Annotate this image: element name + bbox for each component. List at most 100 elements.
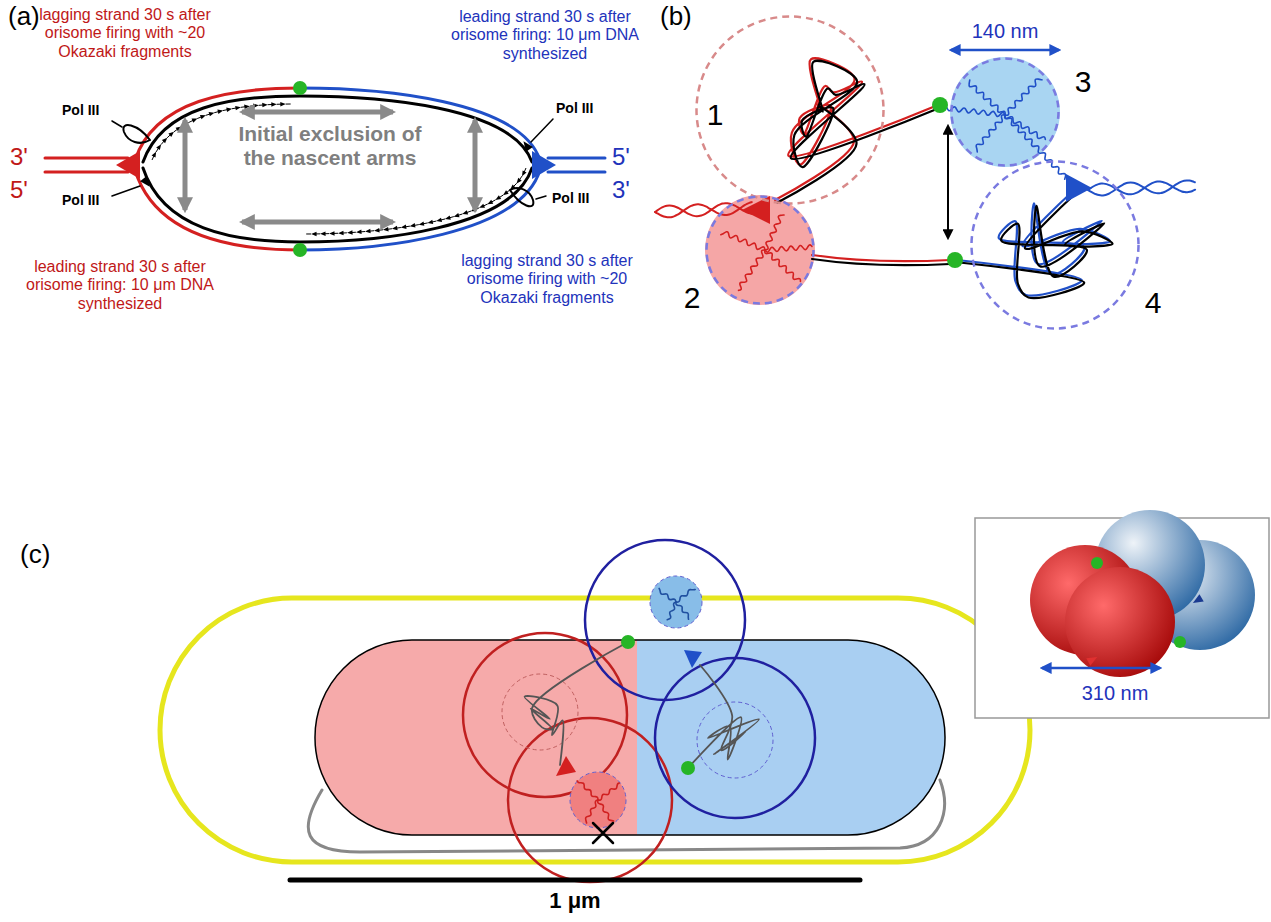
okazaki-fragment — [262, 103, 268, 107]
arm-domain-outline — [585, 540, 745, 700]
panel-letter: (c) — [20, 540, 80, 570]
replisome-left — [556, 756, 576, 776]
annotation-bold: Pol III — [556, 100, 616, 116]
callout-number: 4 — [1143, 288, 1164, 318]
supercoiled-branch — [676, 602, 689, 619]
okazaki-fragment — [427, 220, 433, 224]
okazaki-fragment — [168, 132, 174, 137]
okazaki-fragment — [244, 105, 250, 109]
annotation-bold: Pol III — [552, 190, 612, 206]
dimension-arrow — [951, 49, 1059, 52]
arm-domain-circle: 2 — [705, 195, 815, 305]
supercoiled-branch — [586, 800, 598, 823]
annotation: 140 nm — [960, 20, 1050, 43]
okazaki-fragment — [410, 223, 416, 227]
separation-arrow — [947, 126, 949, 238]
annotation-bold: Initial exclusion of the nascent arms — [230, 122, 430, 170]
parental-duplex — [45, 158, 128, 172]
parental-duplex — [548, 158, 605, 172]
supercoiled-branch — [945, 105, 1005, 116]
chromosome-arm-strand — [688, 665, 759, 768]
annotation: lagging strand 30 s after orisome firing… — [20, 6, 230, 61]
replisome-marker — [1193, 594, 1204, 603]
okazaki-fragment — [200, 115, 206, 119]
okazaki-fragment — [462, 210, 468, 214]
nucleoid-outline — [315, 640, 945, 835]
okazaki-fragment — [271, 102, 277, 106]
parental-helix-strand — [655, 202, 752, 217]
inner-domain — [502, 674, 578, 750]
okazaki-fragment — [280, 102, 285, 106]
arm-domain-outline — [655, 658, 815, 818]
okazaki-fragment — [209, 112, 215, 116]
exclusion-arrow — [183, 120, 188, 210]
replisome-right — [1066, 174, 1092, 202]
okazaki-fragment — [192, 118, 198, 122]
supercoiled-branch — [765, 245, 812, 252]
annotation-bold: Pol III — [62, 102, 122, 118]
replisome-marker — [1086, 657, 1097, 666]
replisome-left — [116, 151, 140, 179]
okazaki-fragment — [347, 230, 353, 234]
replisome-right — [684, 650, 702, 668]
okazaki-fragment — [338, 231, 344, 235]
exclusion-arrow — [473, 120, 478, 210]
origin-dot — [621, 635, 635, 649]
okazaki-fragment — [436, 218, 442, 222]
okazaki-fragment — [419, 221, 425, 225]
leader-line — [536, 196, 546, 199]
okazaki-fragment — [401, 225, 407, 229]
okazaki-fragment — [162, 138, 167, 143]
leader-line — [112, 121, 122, 127]
domain-outline-circle — [952, 59, 1059, 166]
okazaki-fragment — [487, 200, 493, 204]
okazaki-fragment — [311, 232, 316, 236]
domain-outline — [970, 160, 1140, 330]
chromosome-arm-strand — [778, 61, 941, 203]
callout-number: 1 — [705, 100, 726, 130]
annotation: 5' — [10, 176, 40, 204]
okazaki-fragment — [152, 152, 157, 158]
origin-dot — [293, 81, 307, 95]
terminus-mark — [593, 823, 613, 843]
okazaki-fragment — [217, 110, 223, 114]
okazaki-fragment — [226, 108, 232, 112]
exclusion-arrow — [242, 220, 393, 225]
okazaki-fragment — [392, 226, 398, 230]
chromosome-arm-strand — [812, 259, 950, 265]
supercoiled-branch — [765, 250, 801, 282]
annotation: 310 nm — [1070, 682, 1160, 705]
callout-number: 3 — [1073, 67, 1094, 97]
parental-helix-strand — [1088, 180, 1195, 195]
nascent-strand-outer — [135, 170, 300, 250]
origin-dot — [947, 252, 963, 268]
leader-line — [112, 186, 140, 196]
chromosome-arm-strand — [960, 195, 1113, 299]
nucleoid-half — [637, 640, 945, 835]
pol-iii-loop — [123, 125, 150, 143]
okazaki-fragment — [235, 106, 241, 110]
okazaki-fragment — [356, 230, 362, 234]
chromosome-arm-strand — [812, 255, 950, 261]
domain-outline-circle — [972, 162, 1139, 329]
okazaki-fragment — [503, 190, 509, 195]
origin-dot — [932, 97, 948, 113]
okazaki-fragment — [374, 228, 380, 232]
domain-outline — [950, 57, 1060, 167]
okazaki-fragment — [454, 213, 460, 217]
domain-outline — [705, 195, 815, 305]
okazaki-fragment — [156, 144, 161, 150]
domain-outline-circle — [697, 17, 884, 204]
parental-helix-strand — [1088, 181, 1195, 194]
supercoiled-branch — [598, 783, 619, 800]
okazaki-fragment — [445, 215, 451, 219]
pol-iii-marker — [523, 141, 532, 152]
annotation: leading strand 30 s after orisome firing… — [25, 258, 215, 313]
supercoiled-branch — [659, 588, 676, 602]
chromosome-backbone — [308, 780, 944, 852]
okazaki-fragment — [383, 227, 389, 231]
scale-bar — [290, 878, 860, 883]
annotation: lagging strand 30 s after orisome firing… — [452, 252, 642, 307]
origin-dot — [293, 243, 307, 257]
